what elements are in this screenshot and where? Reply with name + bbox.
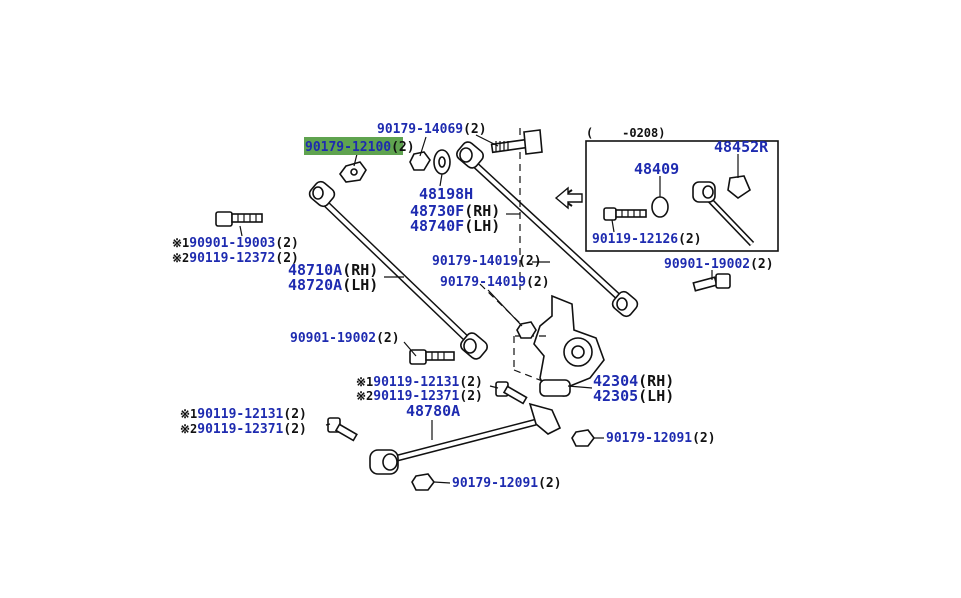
washer-48198H <box>433 149 451 175</box>
upper-lateral-rod-48710A <box>308 180 488 360</box>
label-90179-14069[interactable]: 90179-14069(2) <box>377 122 487 137</box>
inset-box <box>554 140 779 252</box>
label-48452R[interactable]: 48452R <box>714 138 769 156</box>
label-90179-12100[interactable]: 90179-12100(2) <box>305 140 415 155</box>
inset-date-range: ( -0208) <box>586 126 665 140</box>
label-90119-12131-a[interactable]: ※190119-12131(2) <box>356 375 483 390</box>
label-90179-12091-right[interactable]: 90179-12091(2) <box>606 431 716 446</box>
highlight-90179-12100 <box>304 137 403 155</box>
label-90119-12372[interactable]: ※290119-12372(2) <box>172 251 299 266</box>
nut-90179-12091-right <box>571 429 595 447</box>
axle-carrier-42304 <box>533 294 605 397</box>
label-90119-12371-b[interactable]: ※290119-12371(2) <box>180 422 307 437</box>
label-90901-19002-right[interactable]: 90901-19002(2) <box>664 257 774 272</box>
label-90119-12131-b[interactable]: ※190119-12131(2) <box>180 407 307 422</box>
bolt-90901-19003 <box>215 211 263 227</box>
label-48198H[interactable]: 48198H <box>419 185 473 203</box>
nut-90179-14069 <box>409 151 431 171</box>
label-42305[interactable]: 42305(LH) <box>593 387 674 405</box>
label-90179-12091-bottom[interactable]: 90179-12091(2) <box>452 476 562 491</box>
label-48710A[interactable]: 48710A(RH) <box>288 261 378 279</box>
label-90119-12371-a[interactable]: ※290119-12371(2) <box>356 389 483 404</box>
nut-90179-12091-bottom <box>411 473 435 491</box>
label-48409[interactable]: 48409 <box>634 160 679 178</box>
label-48740F[interactable]: 48740F(LH) <box>410 217 500 235</box>
label-90901-19002-left[interactable]: 90901-19002(2) <box>290 331 400 346</box>
bolt-90901-19002-right <box>692 273 731 292</box>
bolt-90901-19002-left <box>409 349 455 365</box>
bolt-90179-14069 <box>490 129 543 155</box>
label-48730F[interactable]: 48730F(RH) <box>410 202 500 220</box>
label-90179-14019-a[interactable]: 90179-14019(2) <box>432 254 542 269</box>
label-48780A[interactable]: 48780A <box>406 402 460 420</box>
lower-rod-48780A <box>369 402 562 475</box>
label-42304[interactable]: 42304(RH) <box>593 372 674 390</box>
leader-lines <box>239 134 739 484</box>
nut-90179-12100 <box>339 161 367 183</box>
label-90119-12126[interactable]: 90119-12126(2) <box>592 232 702 247</box>
bolt-90119-12131-carrier <box>495 381 528 405</box>
label-48720A[interactable]: 48720A(LH) <box>288 276 378 294</box>
bolt-90119-12131-lower <box>327 417 358 442</box>
part-labels: 90179-14069(2) 90179-12100(2) 48198H 487… <box>172 122 774 491</box>
label-90179-14019-b[interactable]: 90179-14019(2) <box>440 275 550 290</box>
label-90901-19003[interactable]: ※190901-19003(2) <box>172 236 299 251</box>
upper-lateral-rod-48730F <box>456 141 639 318</box>
